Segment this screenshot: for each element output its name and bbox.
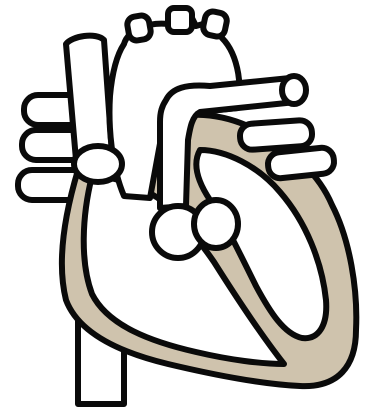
- right-vein-branch-top: [239, 120, 313, 151]
- superior-vena-cava: [66, 36, 112, 160]
- pulmonary-artery-opening: [282, 76, 306, 104]
- vena-cava-junction: [74, 146, 122, 182]
- aortic-branch-middle: [168, 8, 192, 32]
- aortic-branch-left: [126, 14, 152, 41]
- valve-right: [194, 200, 238, 248]
- aortic-branch-right: [202, 10, 229, 38]
- right-vein-branch-bottom: [267, 147, 335, 180]
